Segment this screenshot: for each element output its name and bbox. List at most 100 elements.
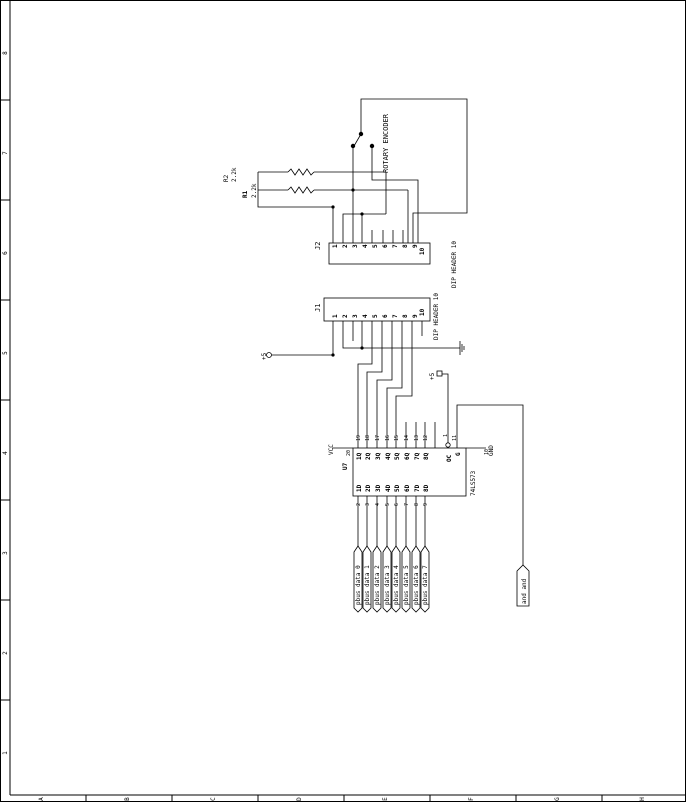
u7-d-pin: 6D [404,484,411,492]
j2-ref: J2 [314,242,322,250]
pbus-label-texts: pbus data 0 pbus data 1 pbus data 2 pbus… [355,565,429,605]
frame-row-labels: 8 7 6 5 4 3 2 1 [2,51,9,755]
r2-body [287,168,315,176]
u7-pin-number: 19 [356,435,362,441]
r1-value: 2.2k [251,183,258,198]
j2-pin-numbers: 1 2 3 4 5 6 7 8 9 10 [332,244,426,255]
u7-g-label: G [455,452,462,456]
row-label: 8 [2,51,9,55]
u7-d-pin: 8D [423,484,430,492]
j2-pin: 9 [412,244,419,248]
u7-d-pin: 1D [356,484,363,492]
u7-d-pins: 1D 2D 3D 4D 5D 6D 7D 8D [356,484,430,492]
u7-q-pin: 1Q [356,452,363,460]
j2-pin-stubs [352,190,404,243]
u7-pin-number: 1 [443,434,449,437]
j2-pin: 4 [362,244,369,248]
j2-pin: 8 [402,244,409,248]
pbus-data-label: pbus data 6 [413,565,420,605]
u7-pin-number: 2 [356,503,362,506]
r2-value: 2.2k [231,167,238,182]
j2-pin: 3 [352,244,359,248]
u7-q-pins: 1Q 2Q 3Q 4Q 5Q 6Q 7Q 8Q [356,452,430,460]
gnd-label: GND [488,445,495,456]
latch-enable-wire [456,404,524,565]
u7-top-stubs [332,422,486,449]
column-label: E [382,797,389,801]
u7-pin-number: 8 [414,503,420,506]
j1-caption: DIP HEADER 10 [433,293,440,340]
u7-pin-number: 7 [404,503,410,506]
u7-q-pin: 6Q [404,452,411,460]
frame-column-labels: A B C D E F G H [38,797,646,801]
plus5-right-terminal [436,370,443,377]
column-label: B [124,797,131,801]
j1-pin: 9 [412,314,419,318]
r1-body [287,186,315,194]
resistor-junctions [331,188,364,216]
encoder-label: ROTARY ENCODER [382,113,390,173]
j2-pin: 10 [419,247,426,255]
r1-ref: R1 [242,190,249,198]
u7-q-pin: 4Q [385,452,392,460]
u7-d-pin: 4D [385,484,392,492]
encoder-switch-contacts [350,131,375,149]
u7-d-pin: 7D [414,484,421,492]
u7-chip-body [352,447,467,497]
j1-pin: 7 [392,314,399,318]
and-net-label-shape [516,564,530,607]
j1-pin: 3 [352,314,359,318]
column-label: H [639,797,646,801]
u7-pin-number: 18 [365,435,371,441]
column-label: F [468,797,475,801]
u7-pin-number: 13 [414,435,420,441]
j2-pin: 7 [392,244,399,248]
u7-pin-number: 16 [385,435,391,441]
row-label: 6 [2,251,9,255]
u7-pin-number: 11 [452,435,458,441]
j2-pin: 1 [332,244,339,248]
row-label: 5 [2,351,9,355]
u7-oc-inversion-bubble [445,442,451,448]
j2-pin: 2 [342,244,349,248]
j1-wiring [272,321,465,442]
j1-pin: 4 [362,314,369,318]
rotary-encoder [352,98,468,243]
row-label: 4 [2,451,9,455]
vcc-label: VCC [328,444,335,455]
j1-pin: 6 [382,314,389,318]
row-label: 1 [2,751,9,755]
u7-pin-number: 5 [385,503,391,506]
u7-pin-number: 14 [404,435,410,441]
vcc-pin-number: 20 [346,450,352,456]
j1-pin: 5 [372,314,379,318]
j2-header-body [328,242,431,265]
u7-d-pin: 5D [394,484,401,492]
j1-header-body [323,297,431,322]
plus5-left-label: +5 [261,352,268,360]
j1-pin: 10 [419,308,426,316]
u7-q-pin: 7Q [414,452,421,460]
u7-q-pin: 5Q [394,452,401,460]
column-label: C [210,797,217,801]
u7-q-pin: 3Q [375,452,382,460]
u7-pin-number: 4 [375,503,381,506]
u7-part-number: 74LS573 [470,470,477,496]
u7-pin-number: 15 [394,435,400,441]
pbus-data-label: pbus data 5 [403,565,410,605]
pbus-data-label: pbus data 2 [374,565,381,605]
and-net-label: and and [521,578,528,604]
u7-pin-number: 6 [394,503,400,506]
plus5-right-label: +5 [429,372,436,380]
row-label: 7 [2,151,9,155]
j1-pin: 2 [342,314,349,318]
u7-q-pin: 8Q [423,452,430,460]
pbus-data-label: pbus data 3 [384,565,391,605]
j1-ref: J1 [314,304,322,312]
resistor-network [257,168,409,243]
u7-bottom-pin-numbers: 2 3 4 5 6 7 8 9 [356,503,429,506]
j2-pin: 6 [382,244,389,248]
row-label: 3 [2,551,9,555]
